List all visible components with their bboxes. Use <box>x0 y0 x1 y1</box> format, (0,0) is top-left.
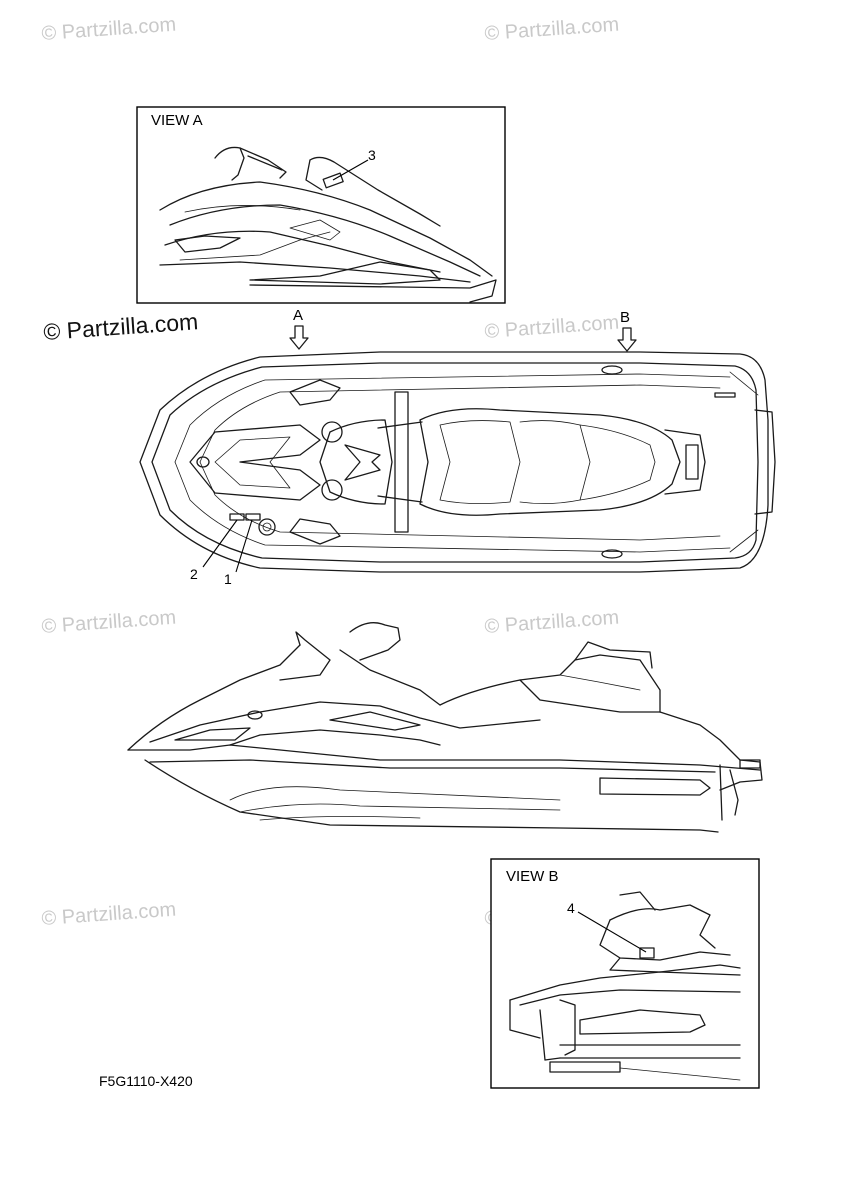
side-view-drawing <box>127 622 763 833</box>
arrow-b-label: B <box>620 309 630 326</box>
view-b-panel: VIEW B 4 <box>490 858 760 1089</box>
arrow-a-label: A <box>293 307 303 324</box>
watermark: © Partzilla.com <box>484 312 620 343</box>
watermark: © Partzilla.com <box>41 899 177 930</box>
view-b-frame <box>490 858 760 1089</box>
callout-3: 3 <box>368 147 376 163</box>
watermark: © Partzilla.com <box>41 14 177 45</box>
view-a-title: VIEW A <box>151 112 203 129</box>
view-b-arrow: B <box>617 309 637 352</box>
view-a-frame <box>136 106 506 304</box>
diagram-code: F5G1110-X420 <box>99 1073 193 1089</box>
view-b-drawing <box>509 891 741 1081</box>
top-view-drawing <box>139 351 776 573</box>
view-a-arrow: A <box>289 307 309 350</box>
watermark: © Partzilla.com <box>484 14 620 45</box>
watermark-prominent: © Partzilla.com <box>43 308 199 345</box>
watermarks: © Partzilla.com © Partzilla.com © Partzi… <box>41 14 620 930</box>
watermark: © Partzilla.com <box>41 607 177 638</box>
callout-4: 4 <box>567 900 575 916</box>
callout-2: 2 <box>190 566 198 582</box>
view-a-drawing <box>159 146 497 303</box>
view-b-title: VIEW B <box>506 868 559 885</box>
callout-1: 1 <box>224 571 232 587</box>
watermark: © Partzilla.com <box>484 607 620 638</box>
view-a-panel: VIEW A 3 <box>136 106 506 304</box>
